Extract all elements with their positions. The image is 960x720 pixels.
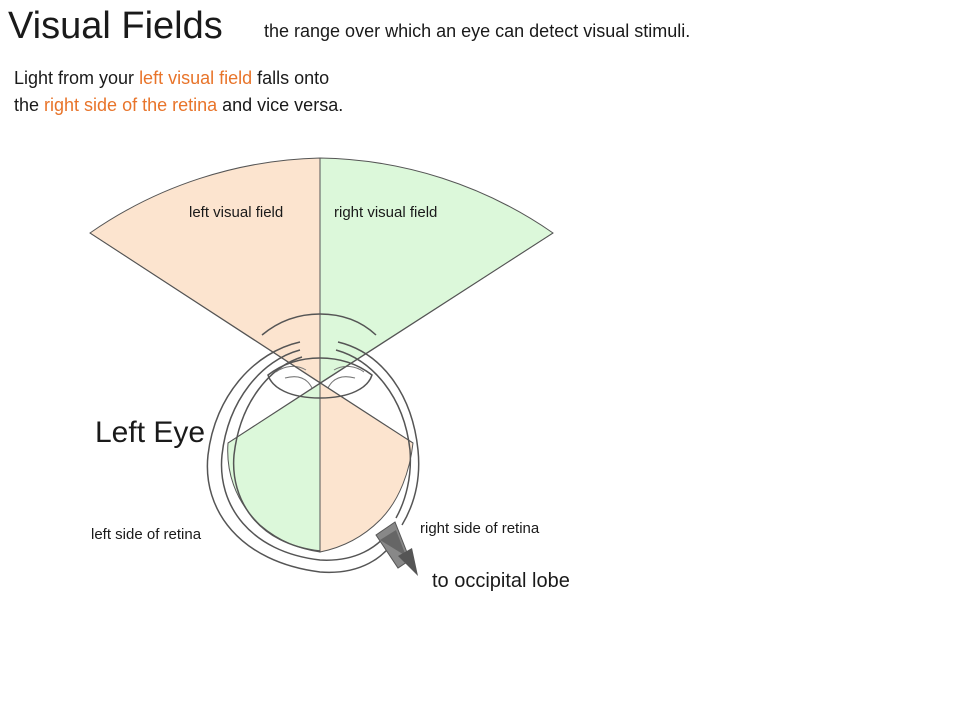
- intro-line-1: Light from your left visual field falls …: [14, 66, 329, 90]
- highlight-right-side-of-retina: right side of the retina: [44, 95, 218, 115]
- slide-title: Visual Fields: [8, 5, 223, 47]
- intro-text: the: [14, 95, 45, 115]
- label-left-side-of-retina: left side of retina: [91, 526, 202, 543]
- label-right-side-of-retina: right side of retina: [420, 520, 540, 537]
- label-left-visual-field: left visual field: [189, 204, 283, 221]
- label-left-eye: Left Eye: [95, 416, 205, 449]
- right-visual-field-wedge: [319, 157, 554, 384]
- intro-text: Light from your: [14, 68, 140, 88]
- label-to-occipital-lobe: to occipital lobe: [432, 570, 570, 592]
- left-retina-region: [227, 382, 321, 553]
- arrow-to-occipital-lobe: [398, 548, 418, 576]
- label-right-visual-field: right visual field: [334, 204, 437, 221]
- light-rays: [89, 158, 554, 552]
- definition-text: the range over which an eye can detect v…: [264, 21, 691, 41]
- intro-text: and vice versa.: [217, 95, 344, 115]
- lens-detail: [275, 365, 365, 389]
- left-visual-field-wedge: [89, 157, 321, 384]
- highlight-left-visual-field: left visual field: [139, 68, 253, 88]
- intro-line-2: the right side of the retina and vice ve…: [14, 93, 343, 117]
- intro-text: falls onto: [252, 68, 330, 88]
